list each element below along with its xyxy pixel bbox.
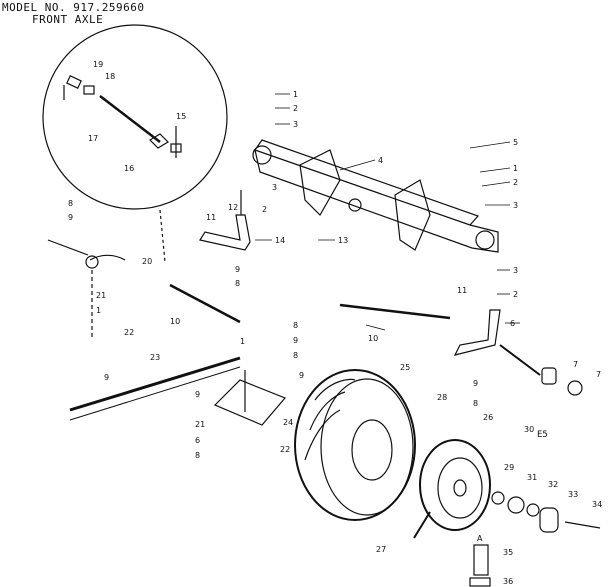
callout: 32 — [548, 480, 558, 489]
front-tire — [294, 369, 416, 521]
callout: 33 — [568, 490, 578, 499]
callout: 23 — [150, 353, 160, 362]
callout: 22 — [280, 445, 290, 454]
callout: 1 — [293, 90, 298, 99]
callout: 15 — [176, 112, 186, 121]
callout: 7 — [573, 360, 578, 369]
callout: 13 — [338, 236, 348, 245]
axle-beam — [252, 139, 499, 253]
pivot-plate — [213, 379, 286, 426]
callout: 4 — [378, 156, 383, 165]
callout: 14 — [275, 236, 285, 245]
callout: 30 — [524, 425, 534, 434]
callout: 18 — [105, 72, 115, 81]
callout: 9 — [299, 371, 304, 380]
wheel-rim — [419, 439, 491, 531]
callout: 35 — [503, 548, 513, 557]
callout: 3 — [293, 120, 298, 129]
callout: 5 — [513, 138, 518, 147]
callout: 9 — [235, 265, 240, 274]
callout: 34 — [592, 500, 602, 509]
callout: 25 — [400, 363, 410, 372]
callout: 20 — [142, 257, 152, 266]
steering-sector — [47, 239, 126, 340]
callout: 3 — [513, 266, 518, 275]
drawing-code: E5 — [537, 430, 548, 440]
callout: 9 — [68, 213, 73, 222]
callout: 17 — [88, 134, 98, 143]
callout: 9 — [293, 336, 298, 345]
model-number: MODEL NO. 917.259660 — [2, 1, 145, 14]
section-marker: A — [477, 534, 483, 543]
callout: 3 — [272, 183, 277, 192]
callout: 16 — [124, 164, 134, 173]
callout: 9 — [104, 373, 109, 382]
callout: 9 — [195, 390, 200, 399]
callout: 8 — [195, 451, 200, 460]
callout: 21 — [195, 420, 205, 429]
callout: 11 — [457, 286, 467, 295]
callout: 8 — [293, 351, 298, 360]
right-spindle — [453, 309, 583, 396]
callout: 29 — [504, 463, 514, 472]
callout: 11 — [206, 213, 216, 222]
callout: 28 — [437, 393, 447, 402]
callout: 31 — [527, 473, 537, 482]
callout: 8 — [68, 199, 73, 208]
callout: 8 — [293, 321, 298, 330]
leader-lines — [255, 93, 520, 331]
callout: 10 — [170, 317, 180, 326]
callout: 1 — [96, 306, 101, 315]
callout: 9 — [473, 379, 478, 388]
callout: 12 — [228, 203, 238, 212]
detail-inset — [42, 24, 228, 210]
callout: 22 — [124, 328, 134, 337]
washer-29 — [491, 491, 505, 505]
washer-32 — [526, 503, 540, 517]
callout: 3 — [513, 201, 518, 210]
tie-rod-right — [339, 303, 451, 320]
callout: 6 — [510, 319, 515, 328]
callout: 26 — [483, 413, 493, 422]
callout: 8 — [235, 279, 240, 288]
bearing-31 — [507, 496, 525, 514]
section-title: FRONT AXLE — [32, 13, 104, 26]
callout: 1 — [513, 164, 518, 173]
callout: 2 — [293, 104, 298, 113]
callout: 21 — [96, 291, 106, 300]
hub-cap-33 — [539, 507, 559, 533]
callout: 10 — [368, 334, 378, 343]
drag-link — [69, 356, 241, 412]
callout: 2 — [513, 290, 518, 299]
callout-numbers: 1 2 3 4 5 1 2 3 8 9 11 12 2 13 3 11 14 3… — [68, 60, 602, 586]
callout: 2 — [513, 178, 518, 187]
bolt-35 — [473, 544, 489, 576]
left-spindle — [199, 190, 251, 251]
tie-rod-left — [169, 283, 241, 324]
callout: 7 — [596, 370, 601, 379]
callout: 36 — [503, 577, 513, 586]
callout: 2 — [262, 205, 267, 214]
callout: 27 — [376, 545, 386, 554]
callout: 24 — [283, 418, 293, 427]
diagram-header: MODEL NO. 917.259660 FRONT AXLE — [2, 2, 144, 26]
callout: 19 — [93, 60, 103, 69]
callout: 6 — [195, 436, 200, 445]
callout: 8 — [473, 399, 478, 408]
callout: 1 — [240, 337, 245, 346]
